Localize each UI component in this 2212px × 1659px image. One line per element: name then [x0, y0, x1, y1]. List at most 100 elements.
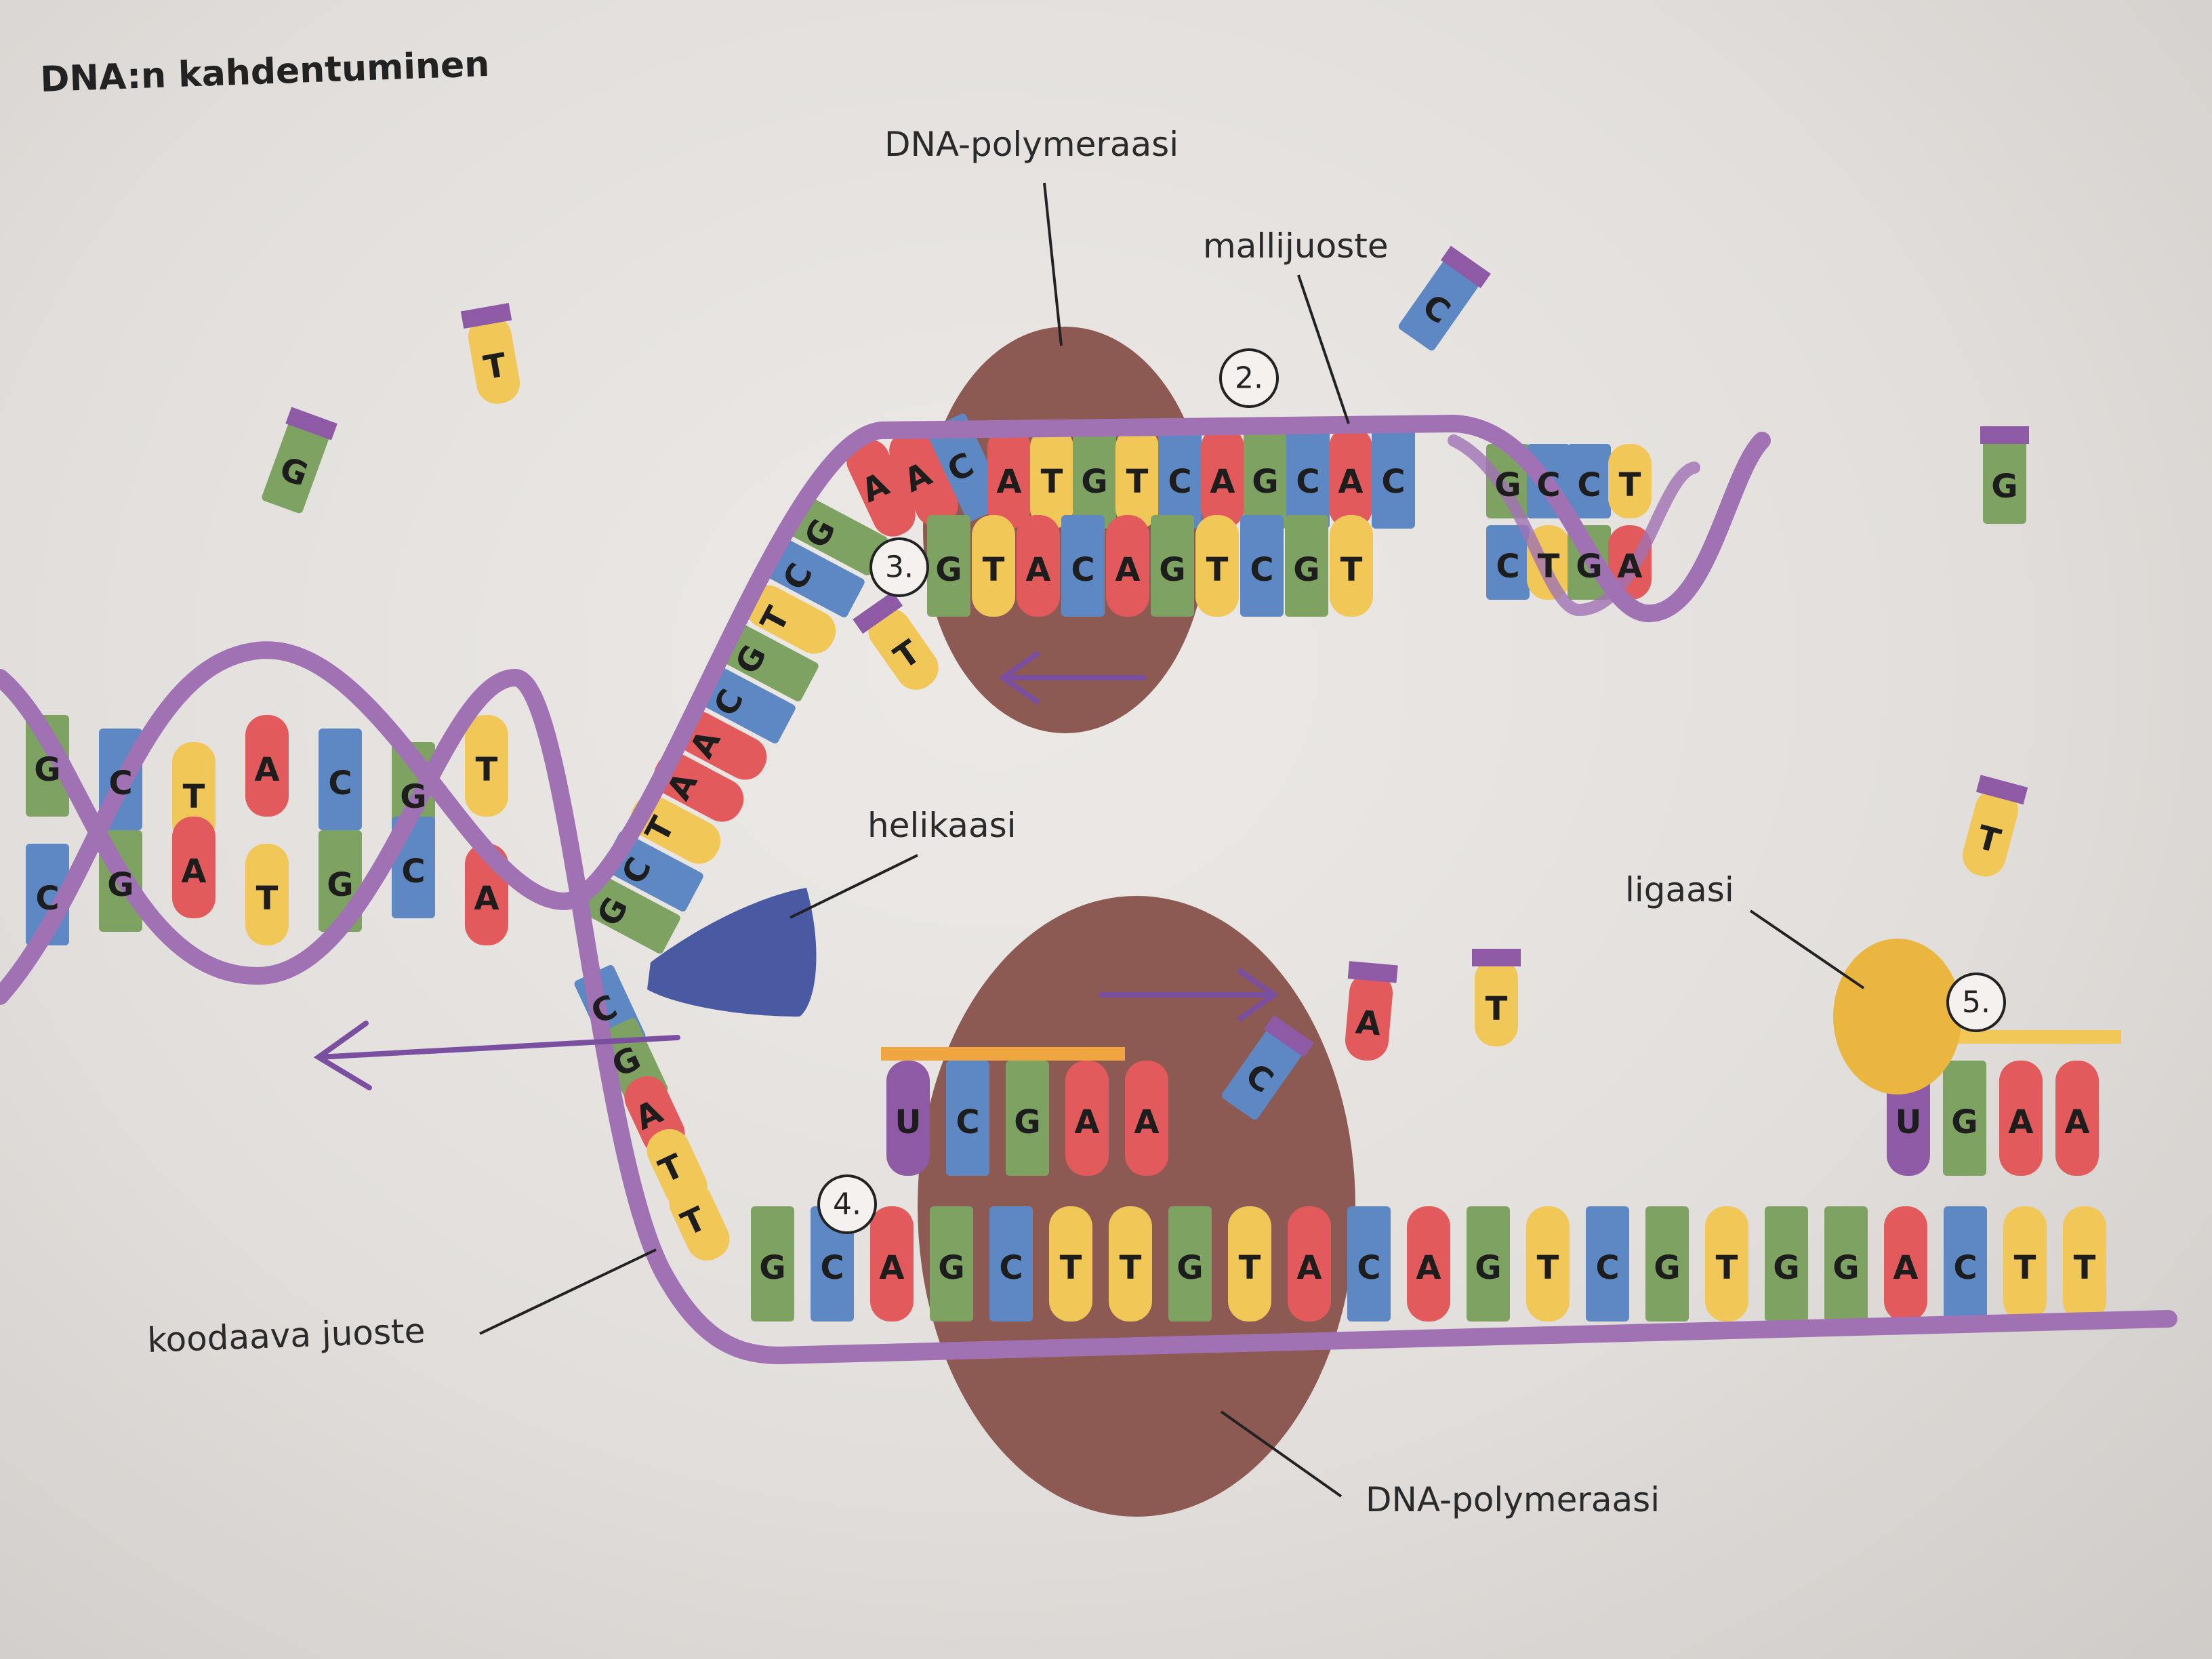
diagonal-upper-base [630, 795, 721, 864]
nucleotide-body [1475, 958, 1518, 1046]
left-helix-top-base [245, 715, 289, 817]
bottom-template-base [811, 1206, 854, 1322]
nucleotide-body [630, 795, 721, 864]
free-nucleotide: A [1345, 961, 1398, 1061]
polymerase-bottom-pointer [1220, 1410, 1343, 1498]
step-2-label: 2. [1235, 361, 1263, 396]
top-new-base [927, 515, 970, 617]
nucleotide-body [1705, 1206, 1748, 1322]
nucleotide-body [1109, 1206, 1152, 1322]
top-template-base [889, 429, 958, 527]
free-nucleotide: T [853, 591, 939, 690]
nucleotide-body [1568, 444, 1611, 518]
step-3-label: 3. [885, 550, 914, 585]
diagonal-upper-base [763, 537, 865, 618]
step-3-circle [869, 537, 929, 597]
nucleotide-body [930, 1206, 973, 1322]
diagonal-lower-sequence: CGATT [586, 987, 712, 1244]
left-helix-top-base [319, 729, 362, 830]
top-template-base [1073, 427, 1116, 529]
diagonal-upper-base [694, 663, 796, 744]
top-template-base [987, 427, 1031, 529]
nucleotide-body [972, 515, 1015, 617]
nucleotide-body [763, 537, 865, 618]
top-new-base [1106, 515, 1149, 617]
top-template-base [926, 413, 1006, 522]
step-4-circle [817, 1174, 877, 1234]
nucleotide-body [245, 844, 289, 945]
primer-base [1006, 1061, 1049, 1176]
nucleotide-body [653, 753, 744, 822]
nucleotide-body [676, 711, 767, 780]
nucleotide-body [1195, 515, 1239, 617]
nucleotide-body [786, 495, 888, 576]
nucleotide-body [1645, 1206, 1689, 1322]
nucleotide-body [1017, 515, 1060, 617]
bottom-template-base [2003, 1206, 2047, 1322]
free-nucleotide: T [460, 302, 520, 404]
right-helix-bottom-base [1486, 525, 1530, 600]
free-nucleotide: T [1472, 949, 1521, 1046]
top-new-base [972, 515, 1015, 617]
nucleotide-body [811, 1206, 854, 1322]
nucleotide-body [1943, 1061, 1986, 1176]
free-nucleotide-letter: A [1354, 1003, 1382, 1043]
bottom-template-base [1526, 1206, 1570, 1322]
primer-base [1065, 1061, 1109, 1176]
top-template-base [1115, 427, 1159, 529]
diagonal-upper-base [579, 873, 680, 954]
label-dna-polymerase-bottom: DNA-polymeraasi [1366, 1480, 1660, 1519]
bottom-template-base [1288, 1206, 1331, 1322]
bottom-template-base [870, 1206, 914, 1322]
nucleotide-body [1228, 1206, 1271, 1322]
nucleotide-body [1065, 1061, 1109, 1176]
nucleotide-body [1158, 427, 1202, 529]
top-template-base [846, 439, 916, 537]
bottom-template-base [1705, 1206, 1748, 1322]
bottom-template-base [2063, 1206, 2106, 1322]
nucleotide-body [751, 1206, 794, 1322]
helicase-pointer [790, 854, 918, 919]
nucleotide-body [1467, 1206, 1510, 1322]
nucleotide-body [1824, 1206, 1868, 1322]
top-new-base [1240, 515, 1284, 617]
left-helix-top-base [172, 742, 216, 844]
bottom-template-base [1347, 1206, 1391, 1322]
template-strand-pointer [1297, 274, 1350, 424]
top-new-base [1061, 515, 1105, 617]
nucleotide-body [1586, 1206, 1629, 1322]
top-template-base [1244, 427, 1287, 529]
phosphate-cap [285, 407, 337, 441]
nucleotide-body [886, 1061, 930, 1176]
primer-base [946, 1061, 989, 1176]
phosphate-cap [1347, 961, 1398, 983]
top-new-base [1017, 515, 1060, 617]
top-new-base [1195, 515, 1239, 617]
nucleotide-body [669, 1181, 730, 1261]
arrow-right-bottom-polymerase-icon [1099, 968, 1279, 1021]
bottom-template-base [1645, 1206, 1689, 1322]
step-4-label: 4. [833, 1187, 861, 1222]
top-new-base [1330, 515, 1373, 617]
right-helix-top-base [1608, 444, 1652, 518]
bottom-template-base [1049, 1206, 1092, 1322]
nucleotide-body [1006, 1061, 1049, 1176]
nucleotide-body [868, 609, 939, 690]
nucleotide-body [1285, 515, 1328, 617]
step-2-circle [1219, 348, 1279, 408]
nucleotide-body [2055, 1061, 2099, 1176]
nucleotide-body [1330, 515, 1373, 617]
ligase-fragment-base [1943, 1061, 1986, 1176]
bottom-template-base [1765, 1206, 1808, 1322]
nucleotide-body [1884, 1206, 1927, 1322]
primer-base [1125, 1061, 1168, 1176]
helicase [647, 888, 817, 1017]
phosphate-cap [1975, 775, 2028, 805]
nucleotide-body [319, 729, 362, 830]
bottom-template-base [930, 1206, 973, 1322]
nucleotide-body [1398, 256, 1482, 351]
nucleotide-body [1765, 1206, 1808, 1322]
nucleotide-body [172, 817, 216, 918]
template-backbone-lower [0, 668, 2177, 1365]
top-template-base [1372, 427, 1415, 529]
